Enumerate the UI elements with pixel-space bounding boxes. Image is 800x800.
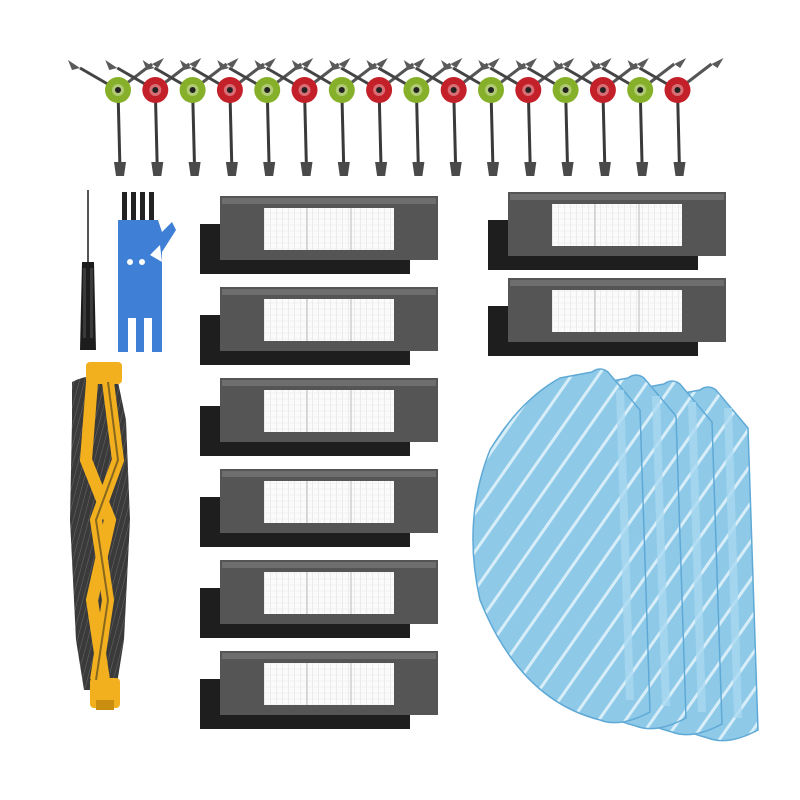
hepa-filter — [200, 196, 438, 274]
side-brushes-row — [68, 58, 724, 176]
side-brush — [142, 58, 239, 176]
side-brush — [254, 58, 351, 176]
side-brush — [515, 58, 612, 176]
filter-mesh — [264, 299, 394, 341]
hepa-filter — [488, 192, 726, 270]
side-brush — [478, 58, 575, 176]
hepa-filter — [200, 651, 438, 729]
screwdriver — [80, 190, 96, 350]
filter-mesh — [552, 290, 682, 332]
filter-mesh — [264, 572, 394, 614]
filter-mesh — [264, 481, 394, 523]
hepa-filters — [200, 192, 726, 729]
hepa-filter — [200, 287, 438, 365]
side-brush — [441, 58, 537, 176]
filter-mesh — [264, 390, 394, 432]
hepa-filter — [488, 278, 726, 356]
filter-mesh — [264, 663, 394, 705]
mop-pad — [472, 368, 651, 724]
hepa-filter — [200, 378, 438, 456]
main-roller-brush — [70, 362, 130, 710]
cleaning-tool — [118, 192, 176, 352]
side-brush — [403, 58, 500, 176]
hepa-filter — [200, 469, 438, 547]
filter-mesh — [264, 208, 394, 250]
mop-pads — [472, 368, 759, 742]
side-brush — [627, 58, 724, 176]
side-brush — [68, 58, 164, 176]
hepa-filter — [200, 560, 438, 638]
filter-mesh — [552, 204, 682, 246]
